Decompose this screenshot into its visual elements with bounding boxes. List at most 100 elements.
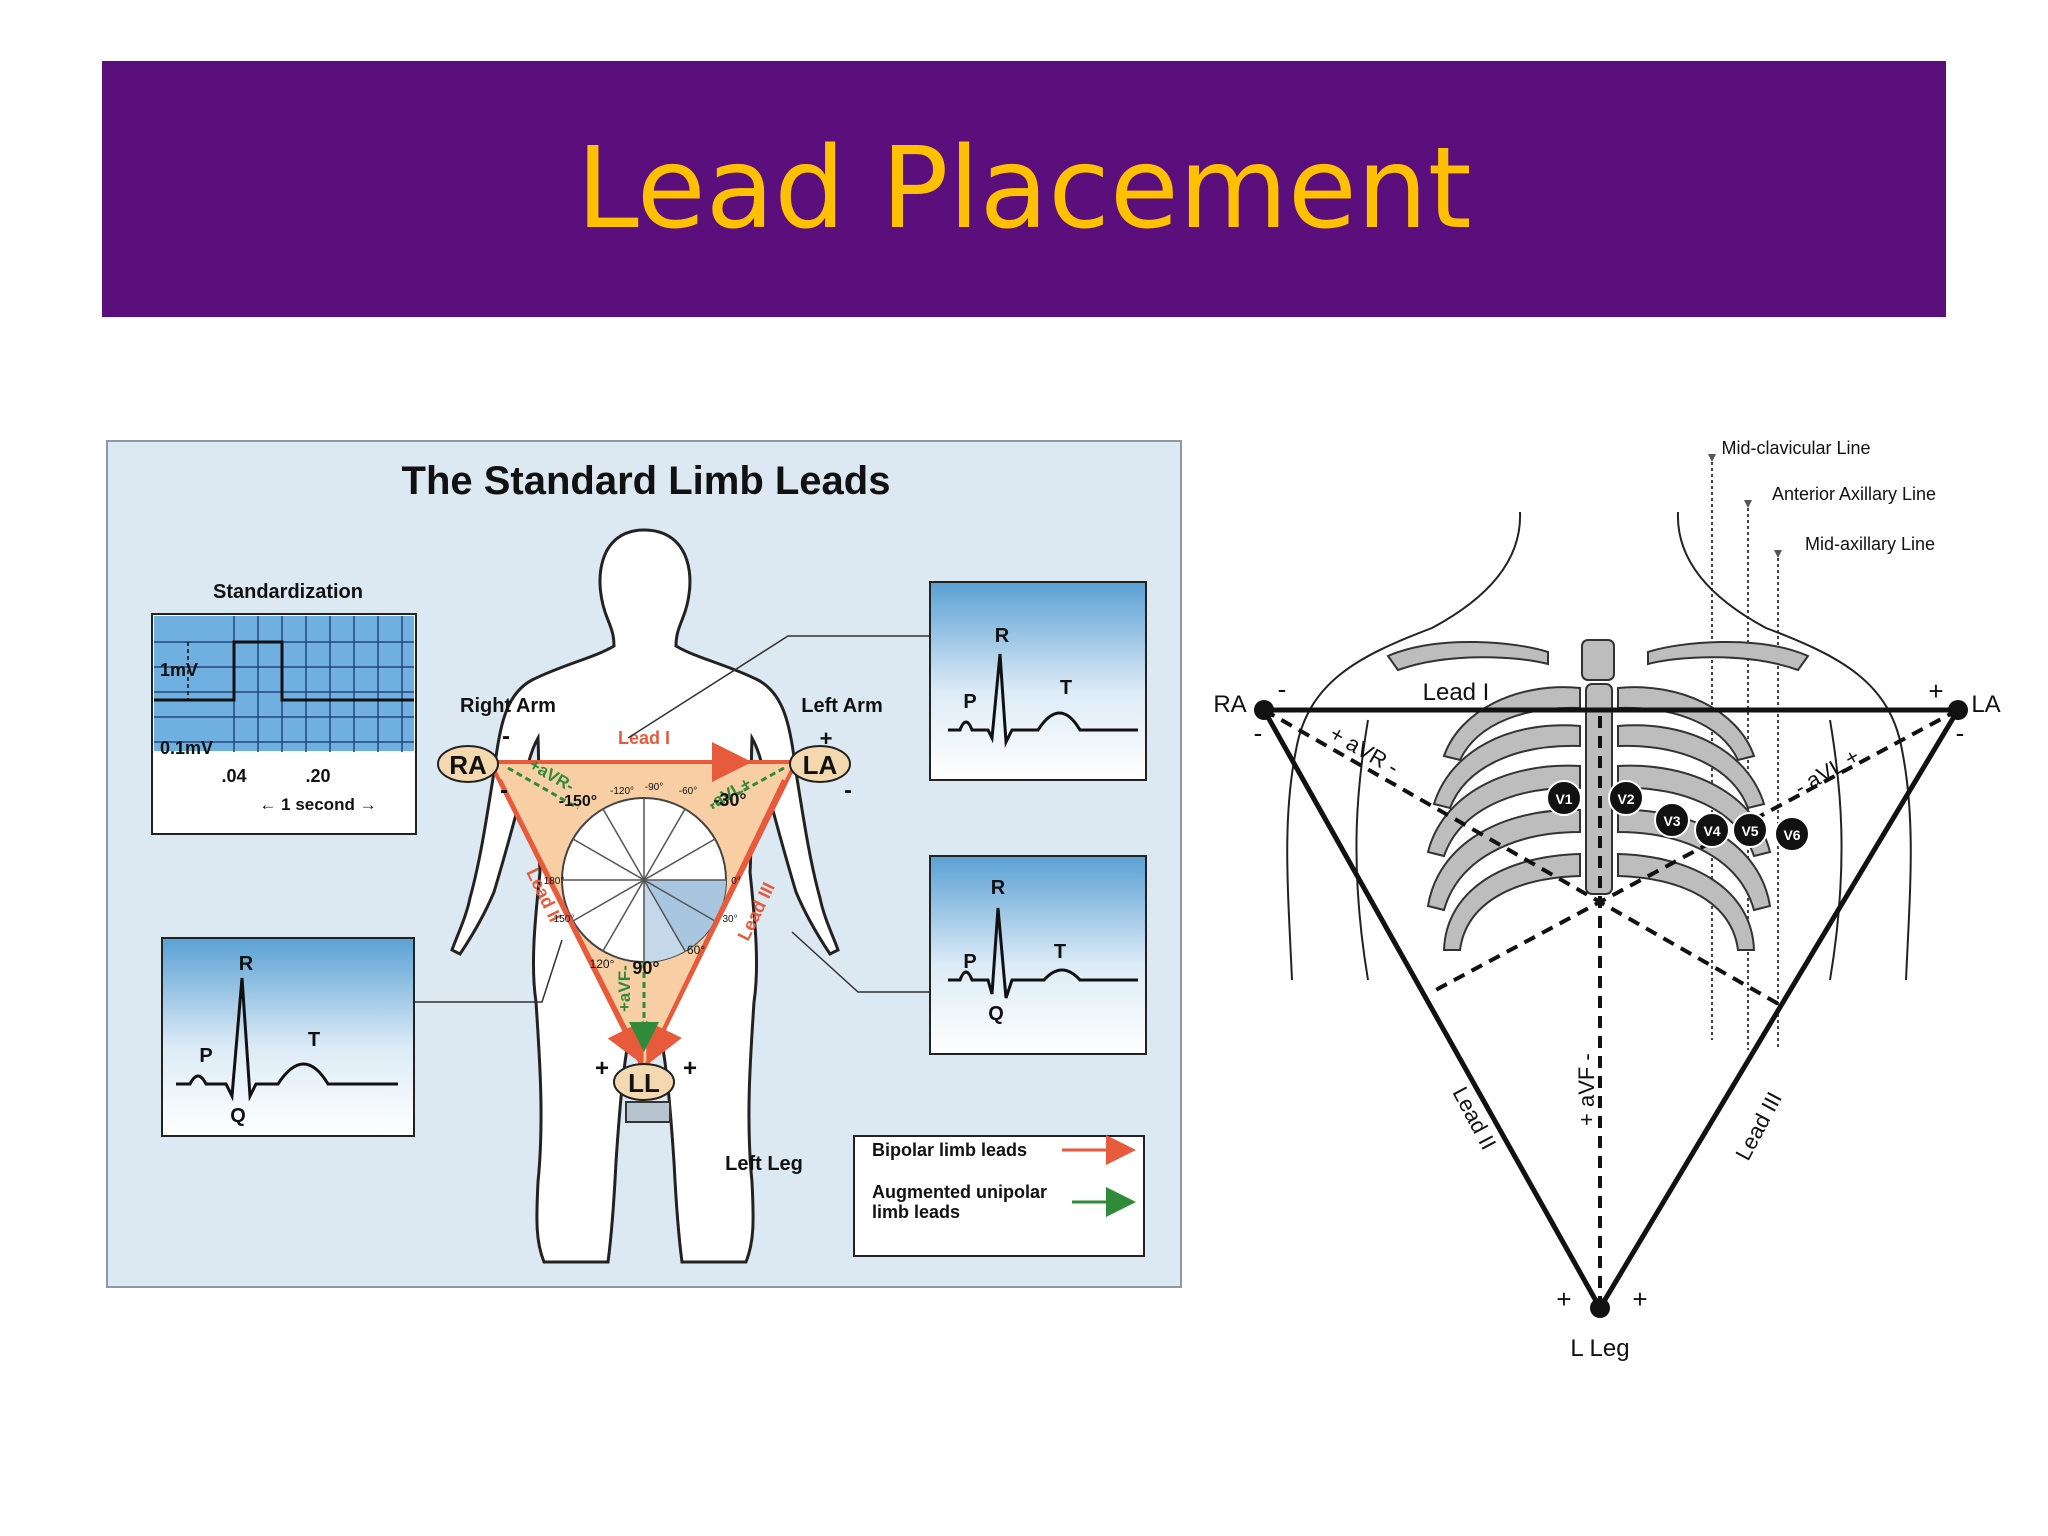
la-dot xyxy=(1948,700,1968,720)
angle-120: 120° xyxy=(590,957,615,971)
chest-lleg-plus-right: + xyxy=(1632,1284,1647,1314)
angle-m150: -150° xyxy=(559,793,597,810)
ecg-lead3-t: T xyxy=(1054,941,1066,963)
v5-electrode xyxy=(1732,812,1768,848)
avr-line xyxy=(507,766,579,810)
angle-m60: -60° xyxy=(679,786,697,797)
limb-leads-svg: The Standard Limb Leads Standardization … xyxy=(151,459,1147,1264)
ll-plus-left: + xyxy=(595,1055,609,1082)
la-plus: + xyxy=(820,726,833,751)
anterior-axillary-label: Anterior Axillary Line xyxy=(1772,484,1936,504)
chest-lead1-label: Lead I xyxy=(1423,679,1490,706)
ra-minus-bottom: - xyxy=(500,777,508,804)
ra-dot xyxy=(1254,700,1274,720)
legend-augmented-2: limb leads xyxy=(872,1202,960,1222)
ecg-lead2-p: P xyxy=(199,1045,212,1067)
legend-augmented-1: Augmented unipolar xyxy=(872,1182,1047,1202)
angle-180: 180° xyxy=(544,876,565,887)
angle-0: 0° xyxy=(731,876,741,887)
angle-m90: -90° xyxy=(645,782,663,793)
lead-2-arrow xyxy=(498,779,644,1066)
right-arm-label: Right Arm xyxy=(460,695,556,717)
mid-axillary-label: Mid-axillary Line xyxy=(1805,534,1935,554)
ll-plus-right: + xyxy=(683,1055,697,1082)
standardization-title: Standardization xyxy=(213,581,363,603)
reference-lines xyxy=(1711,456,1779,1050)
v4-label: V4 xyxy=(1703,823,1720,839)
slide-title: Lead Placement xyxy=(576,124,1472,254)
chest-leads-figure: Mid-clavicular Line Anterior Axillary Li… xyxy=(1188,420,2048,1380)
ecg-lead1-p: P xyxy=(963,691,976,713)
chest-lleg-plus-left: + xyxy=(1556,1284,1571,1314)
avf-label: +aVF- xyxy=(615,965,634,1012)
ll-electrode xyxy=(613,1063,675,1101)
hexaxial-circle xyxy=(561,797,727,963)
chest-ra-minus-top: - xyxy=(1278,674,1287,704)
ra-label: RA xyxy=(449,750,487,780)
precordial-electrodes xyxy=(1546,780,1810,852)
ll-label: LL xyxy=(628,1068,660,1098)
title-bar: Lead Placement xyxy=(102,61,1946,317)
left-arm-label: Left Arm xyxy=(801,695,882,717)
ra-minus-top: - xyxy=(502,723,510,750)
v6-label: V6 xyxy=(1783,827,1800,843)
leader-lines xyxy=(414,635,930,1003)
la-minus: - xyxy=(844,777,852,804)
angle-60: 60° xyxy=(687,943,705,957)
ecg-lead2-box xyxy=(161,937,415,1137)
label-01mv: 0.1mV xyxy=(160,738,213,758)
lleg-dot xyxy=(1590,1298,1610,1318)
chest-lead3-label: Lead III xyxy=(1730,1088,1787,1165)
chest-ra-minus-bottom: - xyxy=(1254,718,1263,748)
v2-electrode xyxy=(1608,780,1644,816)
label-20: .20 xyxy=(305,766,330,786)
v1-label: V1 xyxy=(1555,791,1572,807)
angle-150: 150° xyxy=(554,914,575,925)
torso-outline xyxy=(1286,511,1912,981)
v1-electrode xyxy=(1546,780,1582,816)
angle-m120: -120° xyxy=(610,786,634,797)
mid-clavicular-label: Mid-clavicular Line xyxy=(1721,438,1870,458)
standardization-grid xyxy=(151,613,417,835)
left-leg-label: Left Leg xyxy=(725,1153,803,1175)
angle-m30: -30° xyxy=(713,790,746,810)
limb-title: The Standard Limb Leads xyxy=(402,459,891,503)
ecg-lead3-p: P xyxy=(963,951,976,973)
avl-line xyxy=(711,766,785,810)
einthoven-triangle-chest xyxy=(1261,707,1961,1310)
label-1-second: ← 1 second → xyxy=(259,795,376,814)
rib-cage xyxy=(1386,639,1810,951)
v3-electrode xyxy=(1654,802,1690,838)
chest-avl-label: - aVL + xyxy=(1790,743,1864,800)
v2-label: V2 xyxy=(1617,791,1634,807)
chest-la-plus: + xyxy=(1928,676,1943,706)
chest-la-minus: - xyxy=(1956,718,1965,748)
angle-90: 90° xyxy=(632,958,659,978)
ecg-lead3-box xyxy=(929,855,1147,1055)
v6-electrode xyxy=(1774,816,1810,852)
chest-ra-label: RA xyxy=(1213,691,1246,718)
label-04: .04 xyxy=(221,766,246,786)
ecg-lead3-r: R xyxy=(991,877,1006,899)
chest-lleg-label: L Leg xyxy=(1570,1335,1629,1362)
legend xyxy=(853,1135,1145,1257)
ra-electrode xyxy=(437,745,499,783)
ecg-lead2-q: Q xyxy=(230,1105,246,1127)
lead-1-label: Lead I xyxy=(618,728,670,748)
limb-leads-figure: The Standard Limb Leads Standardization … xyxy=(106,440,1182,1288)
ecg-lead2-t: T xyxy=(308,1029,320,1051)
la-electrode xyxy=(789,745,851,783)
ecg-lead1-t: T xyxy=(1060,677,1072,699)
lead-3-arrow xyxy=(645,779,786,1066)
v4-electrode xyxy=(1694,812,1730,848)
ecg-lead3-q: Q xyxy=(988,1003,1004,1025)
angle-30: 30° xyxy=(722,914,737,925)
chest-leads-svg: Mid-clavicular Line Anterior Axillary Li… xyxy=(1213,438,2000,1362)
ecg-lead2-r: R xyxy=(239,953,254,975)
ecg-lead1-r: R xyxy=(995,625,1010,647)
label-1mv: 1mV xyxy=(160,660,198,680)
ecg-lead1-box xyxy=(929,581,1147,781)
v3-label: V3 xyxy=(1663,813,1680,829)
leg-strap xyxy=(625,1101,671,1123)
la-label: LA xyxy=(803,750,838,780)
